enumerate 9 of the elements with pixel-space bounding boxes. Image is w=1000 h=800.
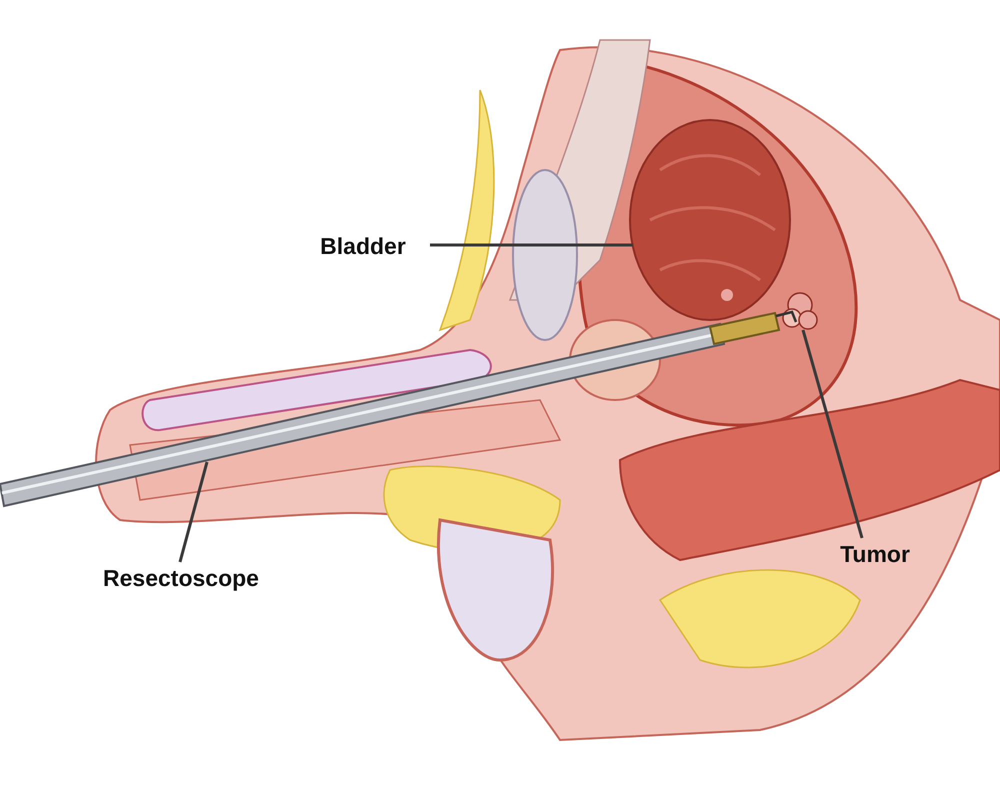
- part-label: Tumor: [840, 540, 910, 569]
- bladder-drawing: [629, 119, 791, 321]
- resectoscope-drawing: [0, 310, 798, 508]
- leader-line: [178, 462, 208, 562]
- part-label: Resectoscope: [103, 564, 259, 593]
- part-label: Bladder: [320, 232, 406, 261]
- leader-line: [802, 330, 864, 538]
- tumor-drawing: [782, 292, 818, 330]
- leader-line: [430, 244, 633, 246]
